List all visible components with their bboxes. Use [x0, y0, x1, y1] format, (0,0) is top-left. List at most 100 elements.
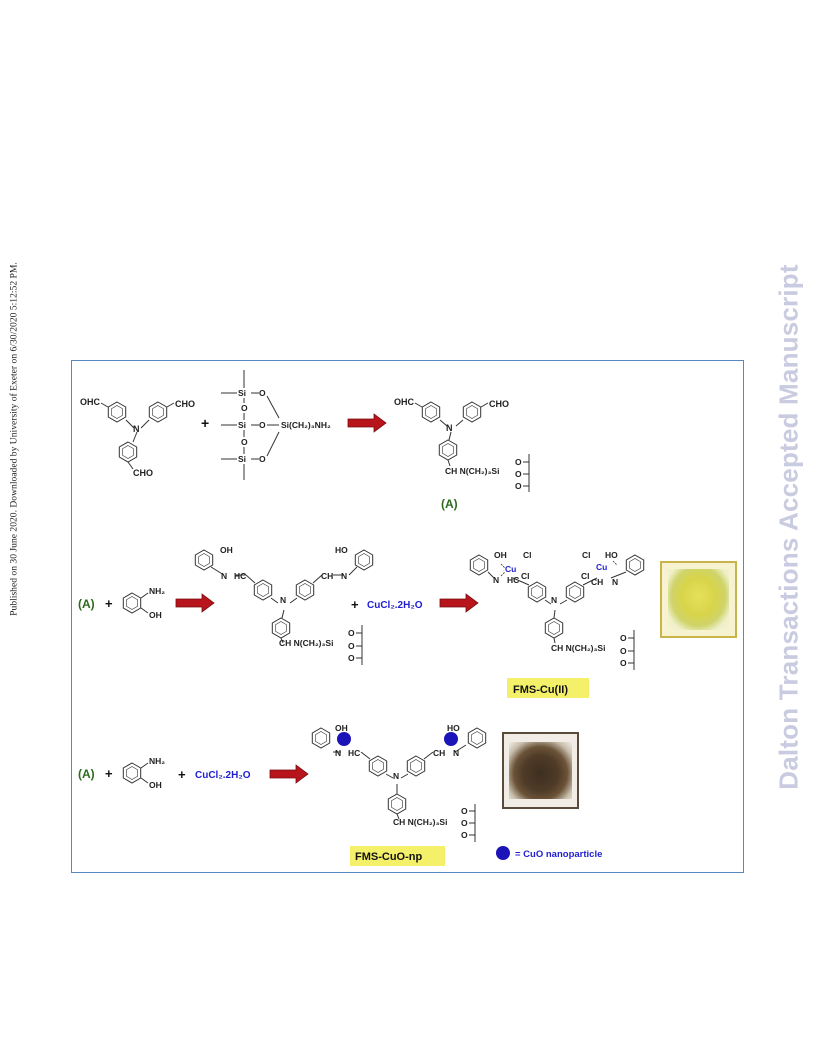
np-o-label-1: O — [461, 806, 468, 816]
si-label-1: Si — [238, 388, 246, 398]
product-a-structure: OHC CHO N CH N(CH₂)₃Si O O O (A) — [394, 397, 530, 511]
np-oh-label: OH — [335, 723, 348, 733]
fms-cuo-np-powder-photo — [502, 732, 579, 809]
np-o-label-2: O — [461, 818, 468, 828]
plus-sign: + — [105, 596, 113, 611]
ligand-o-label-3: O — [348, 653, 355, 663]
copper-chloride-reagent: CuCl₂.2H₂O — [367, 600, 423, 611]
np-chain-label: CH N(CH₂)₃Si — [393, 817, 447, 827]
amine-functionalized-silica: Si Si Si O O O O O Si(CH₂)₃NH₂ — [221, 370, 331, 480]
amine-n-label: N — [133, 424, 140, 434]
product-o-label-2: O — [515, 469, 522, 479]
ligand-oh-label: OH — [220, 545, 233, 555]
schiff-base-ligand: OH HO N HC CH N N CH N(CH₂)₃Si O O O — [194, 545, 374, 665]
ligand-ho-label: HO — [335, 545, 348, 555]
ligand-ch-label: CH — [321, 571, 333, 581]
plus-sign: + — [105, 766, 113, 781]
oh-label: OH — [149, 780, 162, 790]
ligand-o-label-1: O — [348, 628, 355, 638]
publication-side-note: Published on 30 June 2020. Downloaded by… — [5, 244, 23, 634]
row-2: (A) + NH₂ OH OH HO — [78, 545, 645, 698]
reactant-a-label: (A) — [78, 767, 95, 781]
cuo-nanoparticle-structure: OH HO N HC CH N N CH N(CH₂)₃Si O O O — [311, 723, 487, 842]
np-o-label-3: O — [461, 830, 468, 840]
copper-center-2: Cu — [596, 562, 607, 572]
reaction-arrow-1 — [347, 413, 387, 433]
watermark-text: Dalton Transactions Accepted Manuscript — [773, 264, 804, 790]
product-a-label: (A) — [441, 497, 458, 511]
product-n-label: N — [446, 423, 453, 433]
fms-cu-ii-powder-photo — [660, 561, 737, 638]
np-ho-label: HO — [447, 723, 460, 733]
complex-ch-label: CH — [591, 577, 603, 587]
complex-o-label-2: O — [620, 646, 627, 656]
o-label-4: O — [259, 420, 266, 430]
product-o-label-3: O — [515, 481, 522, 491]
np-hc-label: HC — [348, 748, 360, 758]
complex-o-label-1: O — [620, 633, 627, 643]
fms-cuo-np-label: FMS-CuO-np — [355, 851, 422, 863]
copper-center-1: Cu — [505, 564, 516, 574]
np-imine-n-left: N — [335, 748, 341, 758]
triphenylamine-trialdehyde: OHC CHO N CHO — [80, 397, 195, 478]
product-o-label-1: O — [515, 457, 522, 467]
si-label-2: Si — [238, 420, 246, 430]
si-label-3: Si — [238, 454, 246, 464]
ligand-amine-n: N — [280, 595, 286, 605]
fms-cuo-np-highlight — [350, 846, 445, 866]
copper-chloride-reagent: CuCl₂.2H₂O — [195, 770, 251, 781]
product-chain-label: CH N(CH₂)₃Si — [445, 466, 499, 476]
ligand-hc-label: HC — [234, 571, 246, 581]
plus-sign-2: + — [178, 767, 186, 782]
ligand-imine-n-left: N — [221, 571, 227, 581]
o-label-5: O — [259, 454, 266, 464]
reaction-arrow-2 — [175, 593, 215, 613]
copper-complex-structure: OH Cl Cl N HC Cl HO Cl CH N N Cu Cu CH N… — [469, 550, 645, 670]
fms-cu-ii-label: FMS-Cu(II) — [513, 684, 568, 696]
scheme-frame — [71, 360, 744, 873]
ligand-chain-label: CH N(CH₂)₃Si — [279, 638, 333, 648]
nanoparticle-legend-dot — [496, 846, 510, 860]
aminophenol: NH₂ OH — [122, 756, 165, 790]
nanoparticle-dot-1 — [337, 732, 351, 746]
complex-o-label-3: O — [620, 658, 627, 668]
side-note-text: Published on 30 June 2020. Downloaded by… — [8, 262, 20, 616]
reactant-a-label: (A) — [78, 597, 95, 611]
fms-cu-ii-highlight — [507, 678, 589, 698]
np-ch-label: CH — [433, 748, 445, 758]
ohc-label: OHC — [80, 397, 101, 407]
o-label-2: O — [241, 437, 248, 447]
nanoparticle-dot-2 — [444, 732, 458, 746]
oh-label: OH — [149, 610, 162, 620]
plus-sign-2: + — [351, 597, 359, 612]
reaction-arrow-3 — [439, 593, 479, 613]
complex-cl-label-4: Cl — [581, 571, 590, 581]
complex-cl-label-3: Cl — [582, 550, 591, 560]
row-3: (A) + NH₂ OH + CuCl₂.2H₂O — [78, 723, 602, 866]
aminophenol: NH₂ OH — [122, 586, 165, 620]
ligand-imine-n-right: N — [341, 571, 347, 581]
np-imine-n-right: N — [453, 748, 459, 758]
o-label-1: O — [241, 403, 248, 413]
complex-imine-n-left: N — [493, 575, 499, 585]
complex-imine-n-right: N — [612, 577, 618, 587]
complex-hc-label: HC — [507, 575, 519, 585]
complex-cl-label-2: Cl — [521, 571, 530, 581]
row-1: OHC CHO N CHO + Si Si Si O — [80, 370, 530, 511]
np-amine-n: N — [393, 771, 399, 781]
complex-oh-label: OH — [494, 550, 507, 560]
product-cho-label: CHO — [489, 399, 509, 409]
complex-amine-n: N — [551, 595, 557, 605]
journal-watermark: Dalton Transactions Accepted Manuscript — [770, 218, 808, 836]
nanoparticle-legend-text: = CuO nanoparticle — [515, 849, 602, 860]
synthesis-scheme: OHC CHO N CHO + Si Si Si O — [78, 370, 645, 866]
ligand-o-label-2: O — [348, 641, 355, 651]
reaction-arrow-4 — [269, 764, 309, 784]
cho-label: CHO — [175, 399, 195, 409]
product-ohc-label: OHC — [394, 397, 415, 407]
plus-sign: + — [201, 415, 209, 431]
nh2-label: NH₂ — [149, 756, 165, 766]
nh2-label: NH₂ — [149, 586, 165, 596]
complex-cl-label-1: Cl — [523, 550, 532, 560]
cho-label-bottom: CHO — [133, 468, 153, 478]
